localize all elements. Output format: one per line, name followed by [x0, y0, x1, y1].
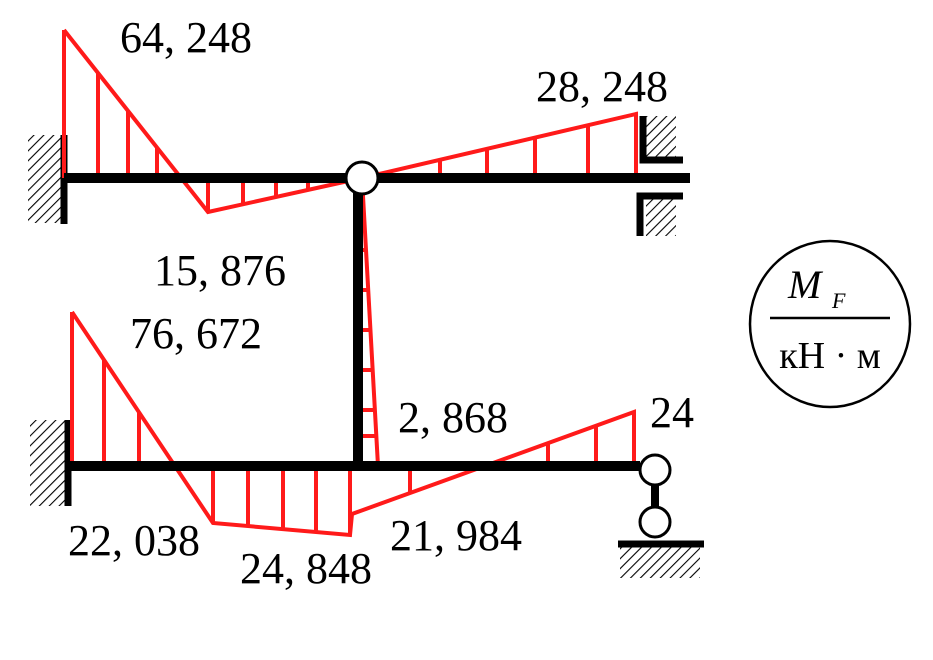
- sliding-support-top-right: [636, 116, 683, 236]
- hinge-top: [344, 160, 380, 196]
- moment-diagram-bottom: [70, 310, 636, 538]
- legend-subscript: F: [831, 288, 846, 313]
- value-15-876: 15, 876: [154, 246, 286, 295]
- value-24: 24: [650, 388, 694, 437]
- value-28-248: 28, 248: [536, 62, 668, 111]
- legend-symbol: M: [787, 262, 824, 307]
- fixed-support-bottom-left: [30, 420, 72, 506]
- legend-unit: кН · м: [779, 335, 881, 377]
- moment-diagram-top-right: [361, 111, 638, 180]
- legend-circle: [748, 239, 912, 409]
- value-64-248: 64, 248: [120, 13, 252, 62]
- roller-support-bottom-right: [618, 470, 704, 578]
- value-22-038: 22, 038: [68, 516, 200, 565]
- moment-diagram-top-left: [62, 28, 363, 215]
- value-21-984: 21, 984: [390, 511, 522, 560]
- hinge-bottom-right: [638, 453, 672, 487]
- value-2-868: 2, 868: [398, 393, 508, 442]
- value-24-848: 24, 848: [240, 544, 372, 593]
- value-76-672: 76, 672: [130, 309, 262, 358]
- fixed-support-top-left: [28, 135, 68, 224]
- units-legend: M F кН · м: [748, 239, 912, 409]
